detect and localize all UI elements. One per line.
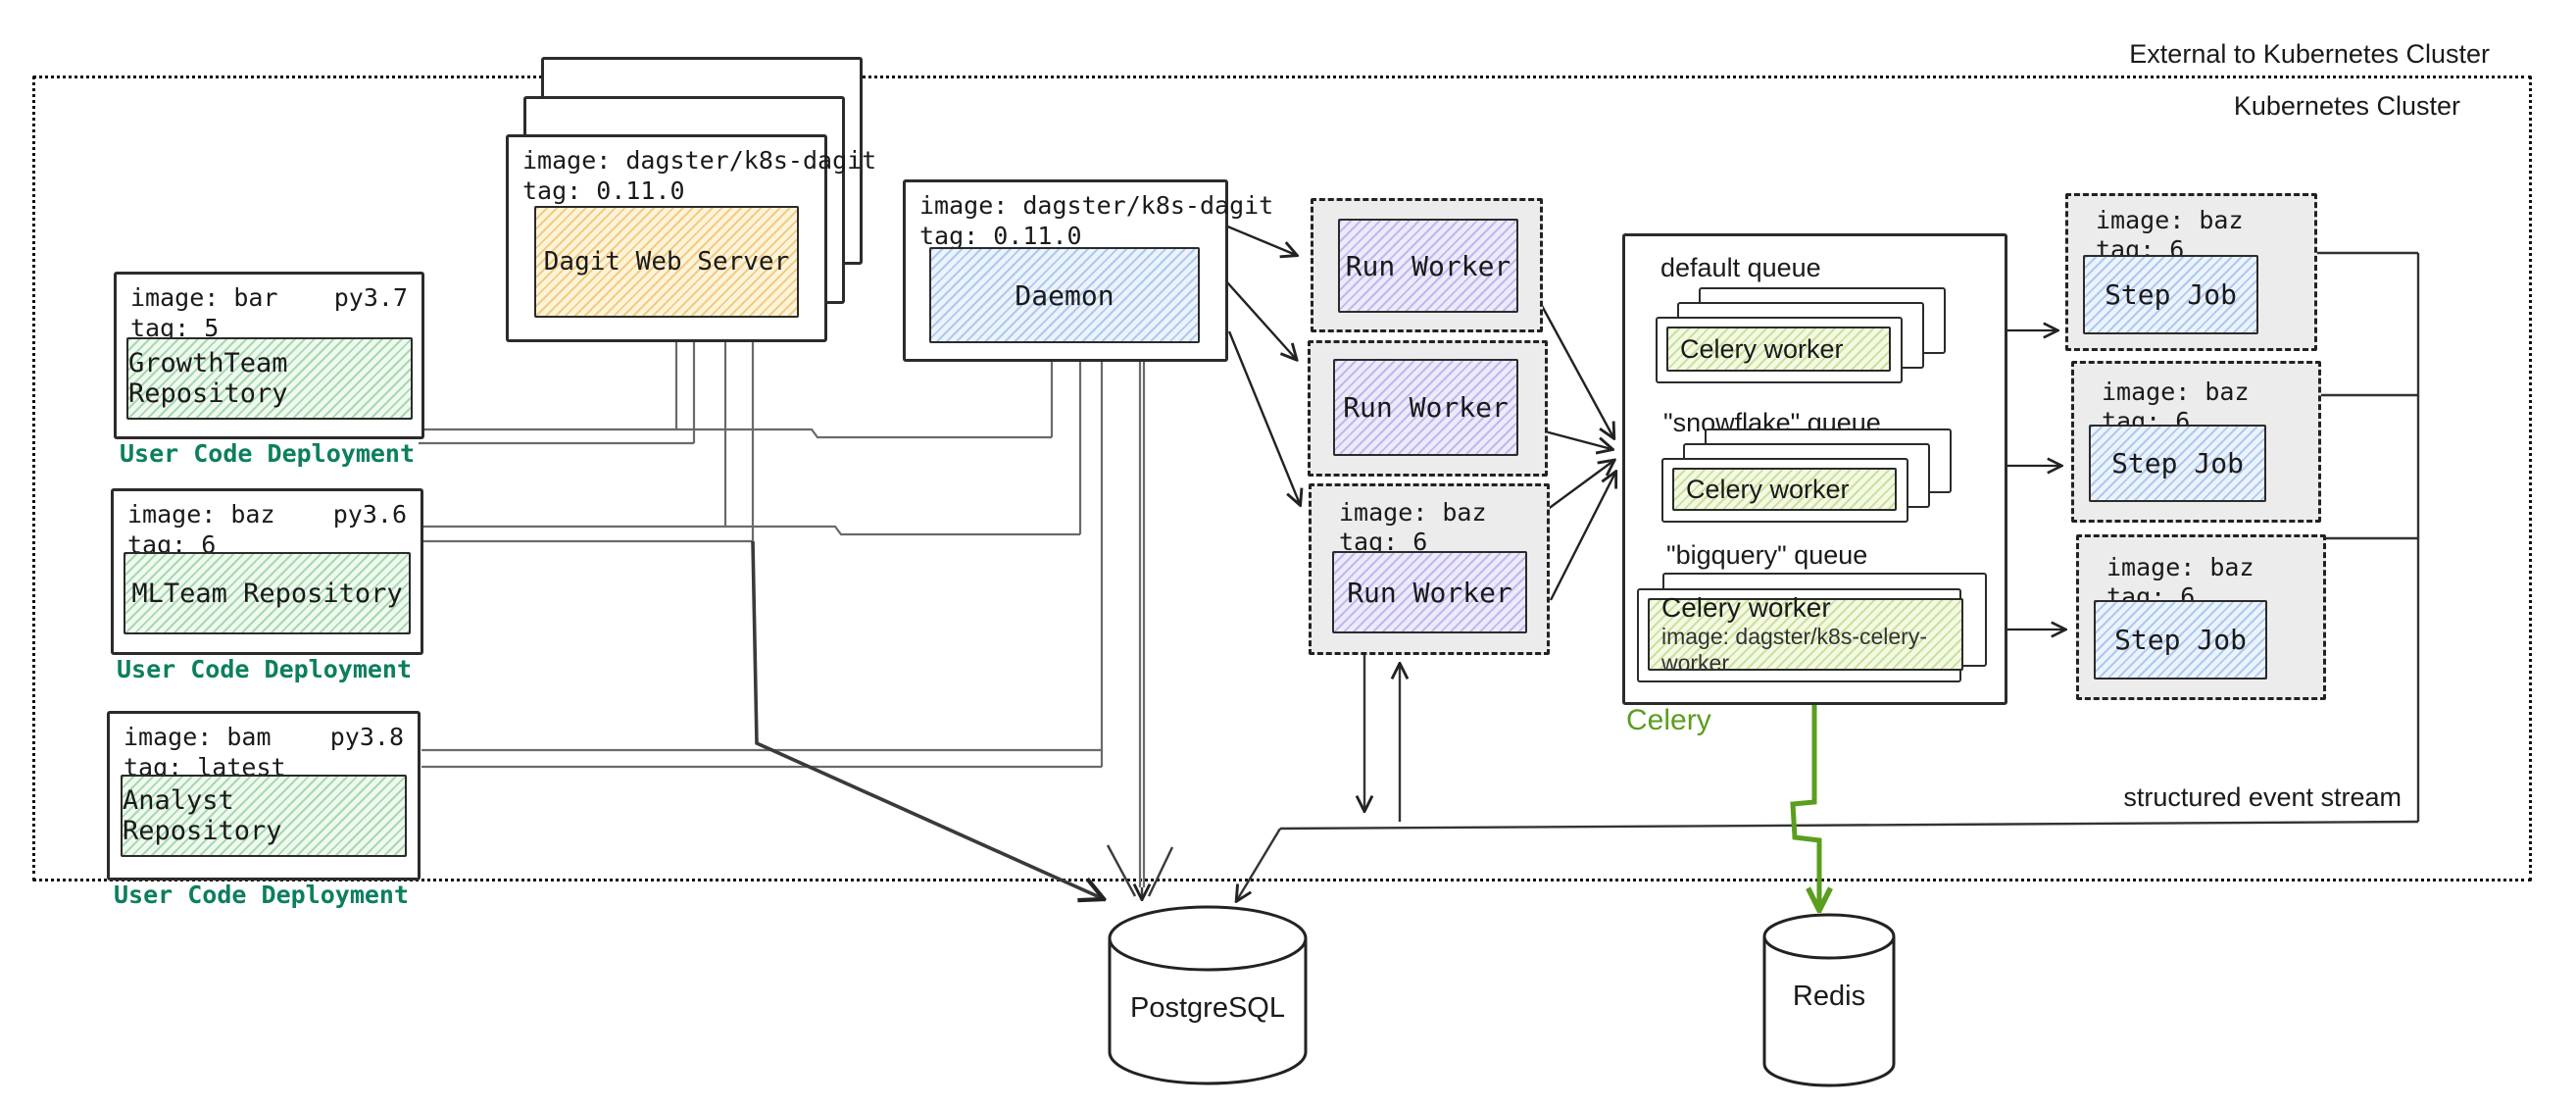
run-worker-3-image: image: baz [1339, 498, 1487, 527]
repo-growthteam-inner: GrowthTeam Repository [126, 337, 413, 420]
dagit-label: Dagit Web Server [543, 247, 790, 277]
repo-mlteam-caption: User Code Deployment [117, 655, 413, 683]
queue-default-front: Celery worker [1656, 317, 1903, 383]
queue-bigquery-worker-image: image: dagster/k8s-celery-worker [1661, 624, 1927, 676]
run-worker-1: Run Worker [1311, 198, 1543, 332]
step-job-1: image: baz tag: 6 Step Job [2065, 193, 2317, 351]
daemon-label: Daemon [1015, 278, 1115, 312]
step-job-1-label: Step Job [2105, 278, 2237, 311]
run-worker-3: image: baz tag: 6 Run Worker [1309, 483, 1550, 655]
dagit-image: image: dagster/k8s-dagit [522, 146, 877, 175]
run-worker-2: Run Worker [1308, 340, 1548, 477]
repo-growthteam-py: py3.7 [333, 283, 408, 312]
dagit-inner: Dagit Web Server [534, 206, 799, 318]
repo-analyst-image: image: bam [124, 723, 272, 751]
run-worker-3-inner: Run Worker [1332, 551, 1527, 633]
redis-label: Redis [1792, 981, 1866, 1012]
daemon-box: image: dagster/k8s-dagit tag: 0.11.0 Dae… [903, 179, 1273, 362]
repo-mlteam-label: MLTeam Repository [131, 578, 403, 609]
run-worker-3-label: Run Worker [1347, 576, 1512, 609]
run-worker-1-label: Run Worker [1345, 249, 1511, 282]
queue-bigquery-front: Celery worker image: dagster/k8s-celery-… [1637, 588, 1963, 682]
dagit-box: image: dagster/k8s-dagit tag: 0.11.0 Dag… [506, 134, 876, 342]
repo-growthteam-caption: User Code Deployment [120, 439, 416, 468]
run-worker-2-inner: Run Worker [1333, 359, 1518, 456]
daemon-image: image: dagster/k8s-dagit [919, 191, 1274, 220]
step-job-2-label: Step Job [2111, 447, 2244, 479]
step-job-3-label: Step Job [2114, 624, 2247, 656]
dagit-tag: tag: 0.11.0 [522, 176, 685, 205]
repo-mlteam-py: py3.6 [332, 500, 407, 529]
step-job-3: image: baz tag: 6 Step Job [2076, 534, 2326, 700]
repo-growthteam-label: GrowthTeam Repository [128, 348, 288, 409]
daemon-inner: Daemon [929, 247, 1200, 343]
run-worker-2-label: Run Worker [1343, 391, 1509, 424]
queue-bigquery-worker-label: Celery worker [1661, 592, 1831, 623]
queue-bigquery-title: "bigquery" queue [1666, 540, 1868, 570]
step-job-1-inner: Step Job [2083, 255, 2258, 334]
repo-analyst-label: Analyst Repository [123, 785, 282, 846]
repo-mlteam-inner: MLTeam Repository [124, 552, 411, 634]
queue-snowflake-worker: Celery worker [1672, 468, 1897, 511]
run-worker-1-inner: Run Worker [1338, 219, 1518, 313]
step-job-1-image: image: baz [2096, 206, 2244, 234]
kubernetes-cluster-boundary [32, 76, 2532, 881]
queue-default-worker: Celery worker [1666, 327, 1891, 372]
repo-analyst-inner: Analyst Repository [121, 775, 407, 857]
repo-analyst-caption: User Code Deployment [114, 881, 410, 909]
queue-default-worker-label: Celery worker [1680, 333, 1844, 364]
external-cluster-label: External to Kubernetes Cluster [2129, 39, 2490, 69]
queue-snowflake-worker-label: Celery worker [1686, 474, 1850, 504]
step-job-3-image: image: baz [2106, 553, 2254, 581]
repo-analyst-py: py3.8 [329, 723, 404, 751]
step-job-2: image: baz tag: 6 Step Job [2071, 361, 2321, 523]
queue-bigquery-worker: Celery worker image: dagster/k8s-celery-… [1648, 592, 1963, 676]
celery-label: Celery [1626, 704, 1711, 736]
repo-mlteam-image: image: baz [127, 500, 275, 529]
queue-snowflake-front: Celery worker [1661, 458, 1908, 523]
step-job-3-inner: Step Job [2094, 600, 2267, 680]
repo-growthteam: image: bar tag: 5 py3.7 GrowthTeam Repos… [114, 272, 424, 439]
step-job-2-image: image: baz [2102, 378, 2250, 406]
step-job-2-inner: Step Job [2089, 425, 2266, 502]
queue-default-title: default queue [1660, 253, 1821, 282]
repo-analyst: image: bam tag: latest py3.8 Analyst Rep… [107, 711, 421, 881]
repo-growthteam-image: image: bar [130, 283, 278, 312]
repo-mlteam: image: baz tag: 6 py3.6 MLTeam Repositor… [111, 488, 423, 655]
kubernetes-cluster-label: Kubernetes Cluster [2233, 91, 2460, 121]
event-stream-label: structured event stream [2123, 782, 2402, 812]
postgres-label: PostgreSQL [1130, 992, 1285, 1024]
daemon-tag: tag: 0.11.0 [919, 222, 1082, 250]
